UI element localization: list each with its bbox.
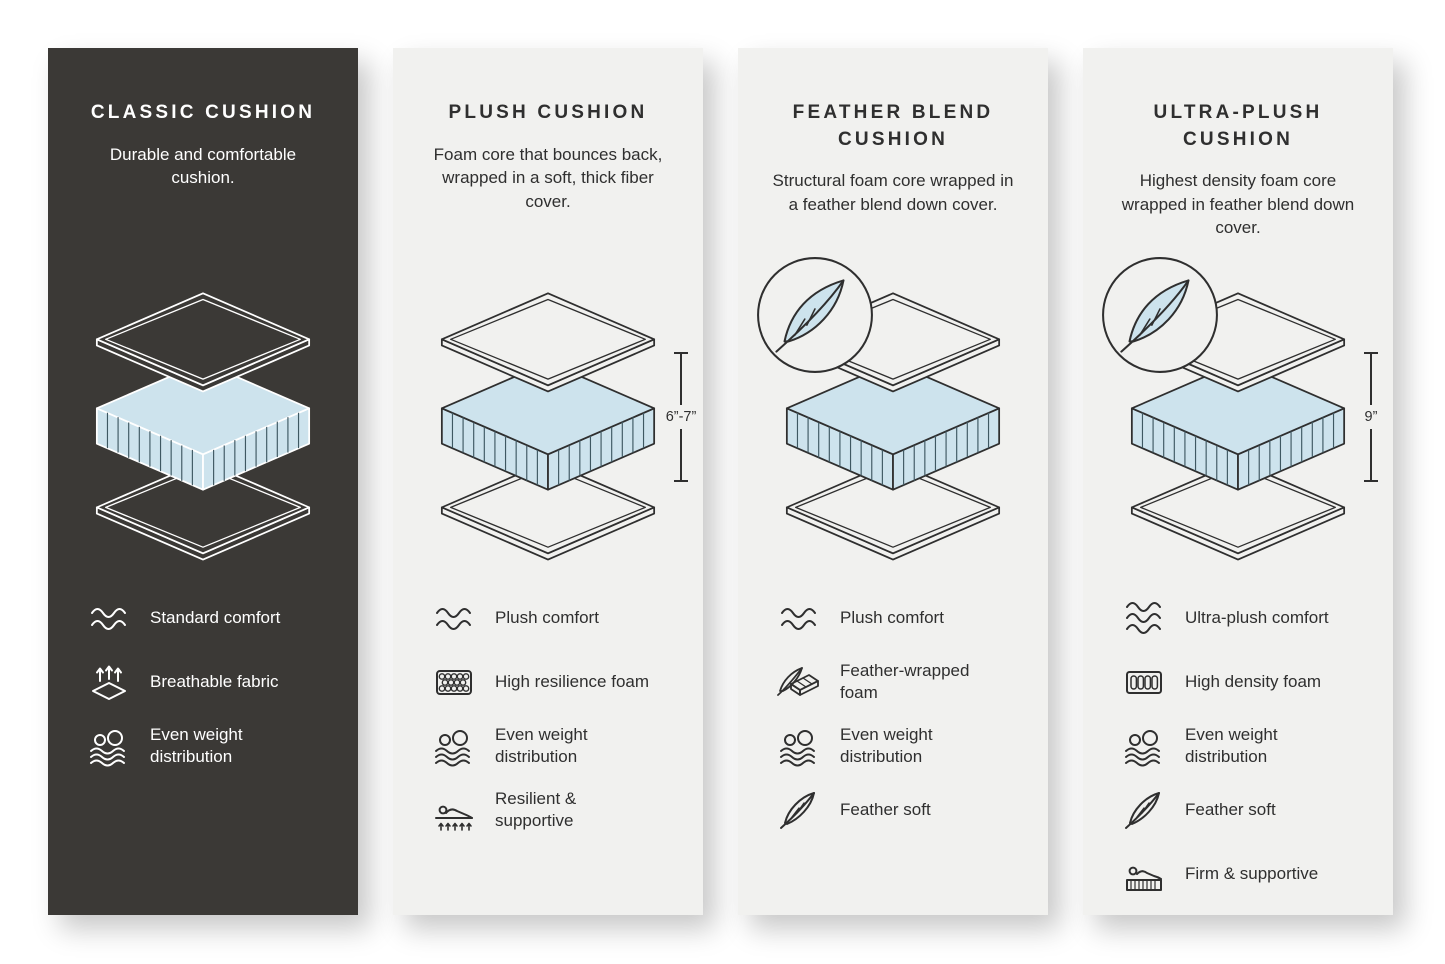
feature-label: High resilience foam	[495, 672, 650, 692]
feature-label: Ultra-plush comfort	[1185, 608, 1329, 628]
feature-label: Even weight distribution	[150, 725, 243, 766]
feature-item: Feather soft	[776, 788, 1022, 832]
measure-line	[1370, 354, 1372, 405]
feature-item: Feather soft	[1121, 788, 1367, 832]
height-measurement: 6”-7”	[659, 352, 703, 482]
feature-item: Even weight distribution	[86, 724, 332, 768]
feature-label: Even weight distribution	[840, 725, 933, 766]
panel-header: ULTRA-PLUSH CUSHION Highest density foam…	[1109, 100, 1367, 276]
feature-item: Even weight distribution	[1121, 724, 1367, 768]
firm-supportive-icon	[1121, 852, 1167, 896]
wave-icon	[776, 596, 822, 640]
feature-item: Even weight distribution	[431, 724, 677, 768]
high-density-foam-icon	[1121, 660, 1167, 704]
measure-line	[680, 354, 682, 405]
panel-title: CLASSIC CUSHION	[90, 102, 316, 123]
panel-classic-cushion: CLASSIC CUSHION Durable and comfortable …	[48, 48, 358, 915]
resilience-foam-icon	[431, 660, 477, 704]
feature-item: Plush comfort	[776, 596, 1022, 640]
feature-label: Feather soft	[840, 800, 931, 820]
feature-item: Plush comfort	[431, 596, 677, 640]
feature-label: Feather soft	[1185, 800, 1276, 820]
feather-wrapped-foam-icon	[776, 660, 822, 704]
feature-label: Feather-wrapped foam	[840, 661, 970, 702]
feature-label: High density foam	[1185, 672, 1322, 692]
feature-label: Resilient & supportive	[495, 789, 577, 830]
measure-line	[1370, 429, 1372, 480]
measure-line	[680, 429, 682, 480]
panel-ultra-plush-cushion: ULTRA-PLUSH CUSHION Highest density foam…	[1083, 48, 1393, 915]
measure-value: 6”-7”	[665, 409, 697, 425]
cushion-layers-diagram: 9”	[1102, 257, 1378, 566]
panel-header: FEATHER BLEND CUSHION Structural foam co…	[764, 100, 1022, 276]
panel-description: Foam core that bounces back, wrapped in …	[433, 144, 663, 211]
cushion-comparison-board: CLASSIC CUSHION Durable and comfortable …	[48, 48, 1393, 915]
feature-item: High density foam	[1121, 660, 1367, 704]
feature-label: Plush comfort	[495, 608, 599, 628]
wave-icon	[1121, 596, 1167, 640]
wave-icon	[431, 596, 477, 640]
feature-item: Breathable fabric	[86, 660, 332, 704]
feature-label: Firm & supportive	[1185, 864, 1319, 884]
panel-header: CLASSIC CUSHION Durable and comfortable …	[74, 100, 332, 276]
feature-list: Plush comfort Feather-wrapped foam	[764, 596, 1022, 832]
even-weight-icon	[431, 724, 477, 768]
measure-value: 9”	[1364, 409, 1378, 425]
panel-title: ULTRA-PLUSH CUSHION	[1153, 102, 1323, 150]
wave-icon	[86, 596, 132, 640]
measure-cap-bottom	[1364, 480, 1378, 482]
feature-label: Plush comfort	[840, 608, 944, 628]
cushion-layers-diagram	[88, 288, 318, 566]
measure-cap-bottom	[674, 480, 688, 482]
feature-label: Breathable fabric	[150, 672, 279, 692]
panel-title: FEATHER BLEND CUSHION	[792, 102, 994, 150]
cushion-layers-diagram	[757, 257, 1008, 566]
feature-item: High resilience foam	[431, 660, 677, 704]
even-weight-icon	[1121, 724, 1167, 768]
panel-header: PLUSH CUSHION Foam core that bounces bac…	[419, 100, 677, 276]
feature-item: Resilient & supportive	[431, 788, 677, 832]
feature-item: Standard comfort	[86, 596, 332, 640]
resilient-supportive-icon	[431, 788, 477, 832]
cushion-layers-diagram: 6”-7”	[433, 288, 696, 566]
feature-item: Firm & supportive	[1121, 852, 1367, 896]
cushion-layers-illustration	[440, 292, 656, 561]
panel-plush-cushion: PLUSH CUSHION Foam core that bounces bac…	[393, 48, 703, 915]
feature-item: Ultra-plush comfort	[1121, 596, 1367, 640]
feather-badge-icon	[1102, 257, 1218, 373]
panel-description: Durable and comfortable cushion.	[109, 144, 297, 188]
feature-label: Standard comfort	[150, 608, 281, 628]
cushion-layers-illustration	[95, 292, 311, 561]
feather-icon	[776, 788, 822, 832]
feature-list: Plush comfort High resilience foam	[419, 596, 677, 832]
feature-label: Even weight distribution	[1185, 725, 1278, 766]
panel-feather-blend-cushion: FEATHER BLEND CUSHION Structural foam co…	[738, 48, 1048, 915]
feature-item: Even weight distribution	[776, 724, 1022, 768]
feature-list: Ultra-plush comfort High density foam	[1109, 596, 1367, 896]
feature-item: Feather-wrapped foam	[776, 660, 1022, 704]
even-weight-icon	[776, 724, 822, 768]
panel-description: Structural foam core wrapped in a feathe…	[772, 171, 1014, 214]
even-weight-icon	[86, 724, 132, 768]
measure-cap-top	[1364, 352, 1378, 354]
measure-cap-top	[674, 352, 688, 354]
panel-description: Highest density foam core wrapped in fea…	[1121, 171, 1355, 238]
feather-icon	[1121, 788, 1167, 832]
breathable-fabric-icon	[86, 660, 132, 704]
feature-list: Standard comfort Breathable fabric	[74, 596, 332, 768]
feather-badge-icon	[757, 257, 873, 373]
feature-label: Even weight distribution	[495, 725, 588, 766]
panel-title: PLUSH CUSHION	[448, 102, 648, 123]
height-measurement: 9”	[1349, 352, 1393, 482]
